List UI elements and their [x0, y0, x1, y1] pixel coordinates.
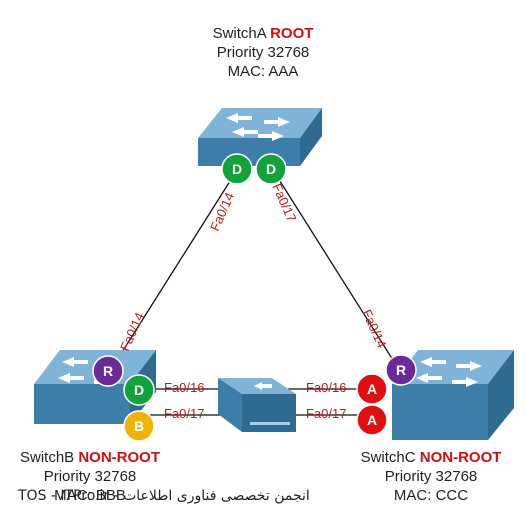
- switch-a-mac: MAC: AAA: [227, 63, 299, 80]
- watermark-text: TOS - ITPro.ir - انجمن تخصصی فناوری اطلا…: [18, 488, 310, 504]
- hub-icon: [218, 378, 296, 432]
- badge-a-left: D: [221, 153, 253, 185]
- switch-a-icon: [198, 108, 322, 166]
- svg-text:D: D: [266, 161, 276, 177]
- switch-c-priority: Priority 32768: [384, 468, 478, 485]
- switch-b-mac: MAC: BBB: [54, 487, 126, 504]
- switch-b-priority: Priority 32768: [43, 468, 137, 485]
- badge-b-blocked: B: [123, 410, 155, 442]
- port-a-left-label: Fa0/14: [207, 190, 237, 233]
- port-a-right-label: Fa0/17: [269, 181, 299, 224]
- switch-c-role: NON-ROOT: [419, 449, 502, 466]
- badge-c-root: R: [385, 354, 417, 386]
- port-c-top-label: Fa0/14: [359, 307, 389, 350]
- badge-b-designated: D: [123, 374, 155, 406]
- svg-text:A: A: [367, 412, 377, 428]
- switch-c-icon: [392, 350, 514, 440]
- switch-b-label: SwitchB NON-ROOT Priority 32768 MAC: BBB: [0, 448, 180, 505]
- svg-text:R: R: [396, 362, 406, 378]
- port-b-hub-top-label: Fa0/16: [164, 380, 204, 395]
- svg-text:R: R: [103, 363, 113, 379]
- switch-a-title: SwitchA ROOT: [163, 24, 363, 43]
- switch-c-label: SwitchC NON-ROOT Priority 32768 MAC: CCC: [336, 448, 526, 505]
- badge-b-root: R: [92, 355, 124, 387]
- switch-b-role: NON-ROOT: [78, 449, 161, 466]
- svg-text:B: B: [134, 418, 144, 434]
- port-b-hub-bottom-label: Fa0/17: [164, 406, 204, 421]
- badge-c-alternate-2: A: [356, 404, 388, 436]
- svg-text:D: D: [134, 382, 144, 398]
- switch-a-priority: Priority 32768: [216, 44, 310, 61]
- switch-c-name: SwitchC: [360, 449, 416, 466]
- svg-text:D: D: [232, 161, 242, 177]
- svg-text:A: A: [367, 381, 377, 397]
- switch-a-name: SwitchA: [212, 25, 266, 42]
- switch-c-mac: MAC: CCC: [393, 487, 469, 504]
- badge-a-right: D: [255, 153, 287, 185]
- switch-a-label: SwitchA ROOT Priority 32768 MAC: AAA: [163, 24, 363, 81]
- badge-c-alternate-1: A: [356, 373, 388, 405]
- switch-b-name: SwitchB: [19, 449, 75, 466]
- port-b-top-label: Fa0/14: [117, 310, 147, 353]
- link-a-c: [277, 177, 399, 369]
- switch-a-role: ROOT: [270, 25, 314, 42]
- switch-b-title: SwitchB NON-ROOT: [0, 448, 180, 467]
- switch-c-title: SwitchC NON-ROOT: [336, 448, 526, 467]
- port-c-hub-bottom-label: Fa0/17: [306, 406, 346, 421]
- link-a-b: [111, 177, 233, 369]
- port-c-hub-top-label: Fa0/16: [306, 380, 346, 395]
